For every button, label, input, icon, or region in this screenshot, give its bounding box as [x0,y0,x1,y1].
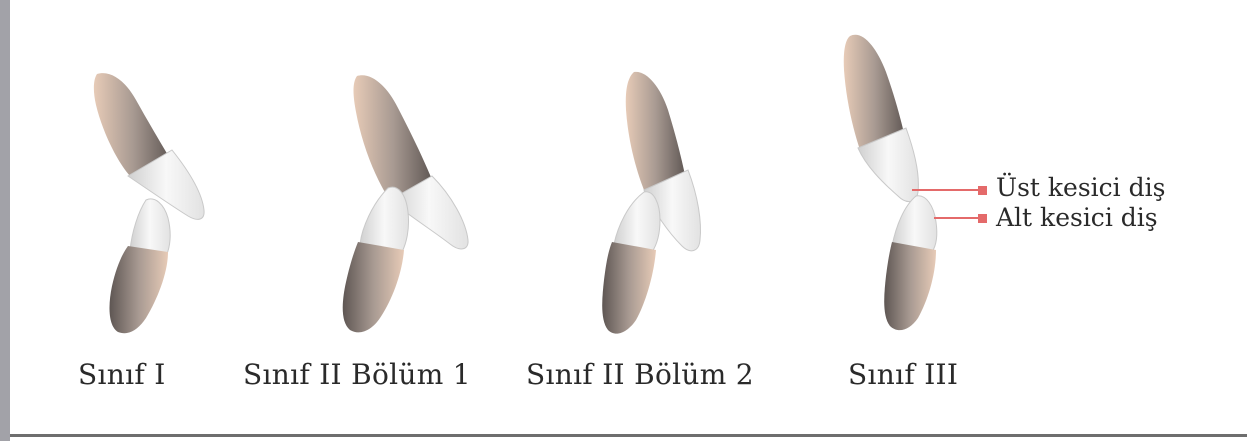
class-2-div-1-lower-root [343,242,404,332]
class-2-div-2-upper-root [626,72,686,190]
class-2-div-1-upper-root [354,75,434,200]
class-1-upper-incisor [94,73,204,219]
lower-incisor-leader [934,214,987,223]
class-2-div-1-teeth [343,75,468,332]
class-2-div-2-lower-incisor [602,192,660,334]
class-3-teeth [844,35,937,330]
class-1-lower-incisor [110,199,171,333]
caption-class-3: Sınıf III [848,358,958,391]
upper-incisor-leader [912,186,987,195]
class-2-div-1-lower-incisor [343,187,409,332]
class-3-upper-incisor [844,35,919,202]
class-1-teeth [94,73,204,333]
class-2-div-2-teeth [602,72,700,334]
label-upper-incisor: Üst kesici diş [996,173,1165,202]
class-2-div-2-lower-crown [614,192,660,252]
class-3-lower-incisor [884,196,937,330]
caption-class-2-div-1: Sınıf II Bölüm 1 [243,358,471,391]
label-lower-incisor: Alt kesici diş [996,203,1158,232]
class-2-div-2-lower-root [602,242,656,334]
caption-class-1: Sınıf I [78,358,166,391]
class-2-div-1-lower-crown [360,187,409,252]
class-1-lower-root [110,246,168,333]
class-3-lower-root [884,242,936,330]
caption-class-2-div-2: Sınıf II Bölüm 2 [526,358,754,391]
